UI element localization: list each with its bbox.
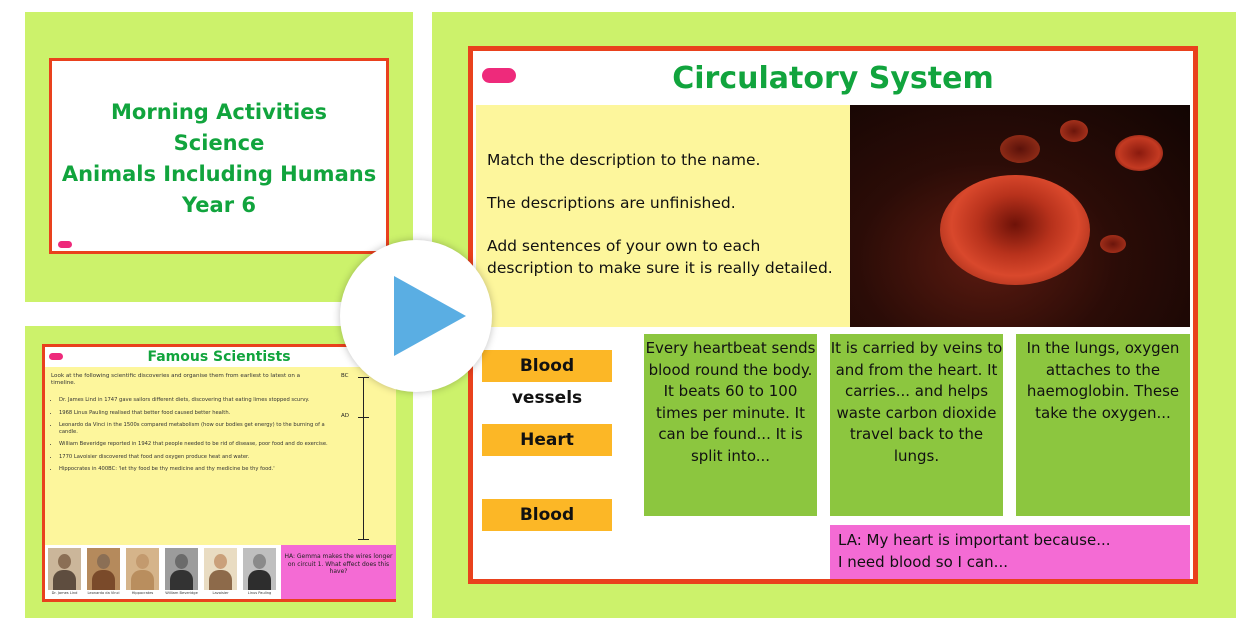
- list-item: Dr. James Lind in 1747 gave sailors diff…: [59, 397, 331, 404]
- portrait-caption: Leonardo da Vinci: [87, 591, 120, 595]
- title-line: Year 6: [182, 193, 256, 217]
- title-line: Morning Activities: [111, 100, 327, 124]
- portrait-image: [204, 548, 237, 590]
- red-blood-cell-image: [850, 105, 1190, 327]
- blood-cell: [1060, 120, 1088, 142]
- instruction-text: The descriptions are unfinished.: [487, 194, 736, 212]
- list-item: Leonardo da Vinci in the 1500s compared …: [59, 422, 331, 435]
- timeline-axis: [363, 377, 364, 539]
- portrait-image: [165, 548, 198, 590]
- instructions-box: Match the description to the name. The d…: [476, 105, 850, 327]
- list-item: 1968 Linus Pauling realised that better …: [59, 410, 331, 417]
- list-item: Hippocrates in 400BC: 'let thy food be t…: [59, 466, 331, 473]
- brand-logo: [49, 353, 63, 360]
- timeline-tick: [358, 539, 369, 540]
- portrait-caption: Hippocrates: [131, 591, 154, 595]
- timeline-label: AD: [341, 413, 349, 419]
- portrait-caption: Dr. James Lind: [51, 591, 78, 595]
- title-slide-text: Morning Activities Science Animals Inclu…: [52, 97, 386, 221]
- portrait-caption: Lavoisier: [212, 591, 229, 595]
- scientists-slide: Famous Scientists Look at the following …: [42, 344, 396, 602]
- portrait-caption: Linus Pauling: [247, 591, 272, 595]
- timeline-tick: [358, 417, 369, 418]
- slide-title: Famous Scientists: [147, 349, 291, 365]
- intro-text: Look at the following scientific discove…: [51, 373, 301, 386]
- instruction-text: Match the description to the name.: [487, 151, 761, 169]
- list-item: 1770 Lavoisier discovered that food and …: [59, 454, 331, 461]
- description-card[interactable]: In the lungs, oxygen attaches to the hae…: [1016, 334, 1190, 516]
- title-line: Animals Including Humans: [61, 162, 377, 186]
- portrait-image: [243, 548, 276, 590]
- la-line: LA: My heart is important because...: [838, 531, 1111, 549]
- description-card[interactable]: Every heartbeat sends blood round the bo…: [644, 334, 817, 516]
- blood-cell: [1100, 235, 1126, 253]
- blood-cell: [940, 175, 1090, 285]
- list-item: William Beveridge reported in 1942 that …: [59, 441, 331, 448]
- circulatory-slide: Circulatory System Match the description…: [468, 46, 1198, 584]
- la-line: I need blood so I can...: [838, 553, 1008, 571]
- portrait-image: [126, 548, 159, 590]
- timeline-tick: [358, 377, 369, 378]
- fact-list: Dr. James Lind in 1747 gave sailors diff…: [51, 397, 331, 479]
- play-icon: [394, 276, 466, 356]
- portrait-strip: Dr. James Lind Leonardo da Vinci Hippocr…: [45, 545, 281, 599]
- slide-title: Circulatory System: [672, 61, 994, 96]
- portrait-image: [87, 548, 120, 590]
- slide-header: Famous Scientists: [45, 347, 393, 367]
- slide-thumbnail-title[interactable]: Morning Activities Science Animals Inclu…: [25, 12, 413, 302]
- blood-cell: [1000, 135, 1040, 163]
- ha-question-box: HA: Gemma makes the wires longer on circ…: [281, 545, 396, 599]
- portrait-image: [48, 548, 81, 590]
- slide-thumbnail-scientists[interactable]: Famous Scientists Look at the following …: [25, 326, 413, 618]
- play-button[interactable]: [340, 240, 492, 392]
- blood-cell: [1115, 135, 1163, 171]
- slide-preview-main[interactable]: Circulatory System Match the description…: [432, 12, 1236, 618]
- label-blood[interactable]: Blood: [482, 499, 612, 531]
- slide-body: Look at the following scientific discove…: [45, 367, 396, 545]
- timeline-label: BC: [341, 373, 349, 379]
- description-card[interactable]: It is carried by veins to and from the h…: [830, 334, 1003, 516]
- label-blood-vessels[interactable]: Blood vessels: [482, 350, 612, 408]
- title-line: Science: [173, 131, 265, 155]
- brand-logo: [482, 68, 516, 83]
- title-slide: Morning Activities Science Animals Inclu…: [49, 58, 389, 254]
- la-prompt-box: LA: My heart is important because... I n…: [830, 525, 1190, 579]
- instruction-text: Add sentences of your own to each descri…: [487, 237, 833, 277]
- brand-logo: [58, 241, 72, 248]
- portrait-caption: William Beveridge: [165, 591, 198, 595]
- label-heart[interactable]: Heart: [482, 424, 612, 456]
